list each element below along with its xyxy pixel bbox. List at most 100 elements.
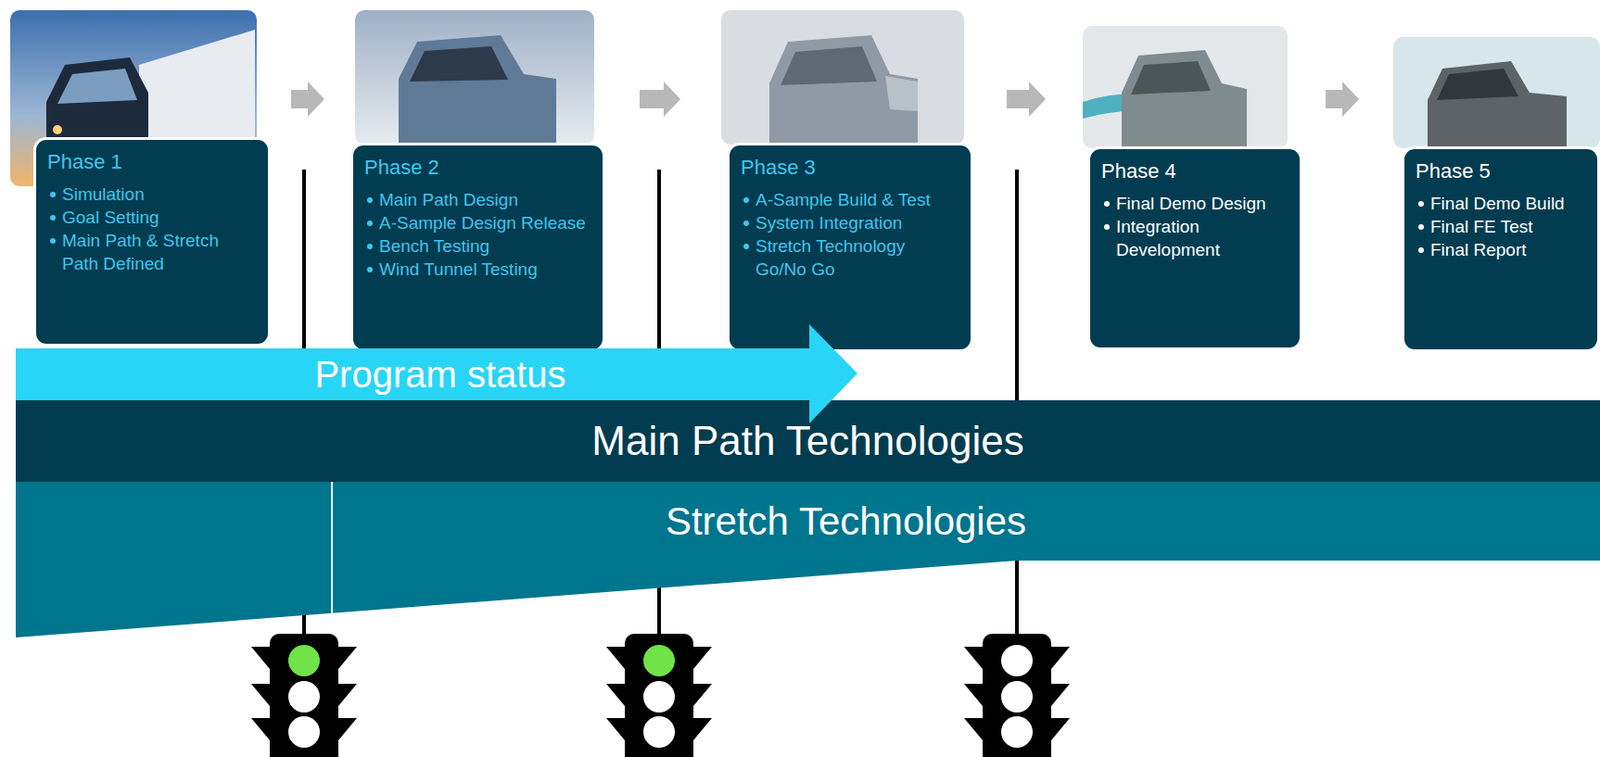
flow-arrow xyxy=(639,81,681,117)
truck-photo xyxy=(355,10,595,145)
light-ear xyxy=(251,684,270,707)
traffic-light xyxy=(606,634,712,757)
bullet-dot xyxy=(743,243,750,250)
headlight-dot xyxy=(52,125,63,135)
bullet-row: System Integration xyxy=(740,211,960,235)
photo-ground xyxy=(1082,25,1288,149)
phase-heading: Phase 2 xyxy=(364,154,592,181)
light-ear xyxy=(606,684,625,707)
bullet-row: Final Demo Build xyxy=(1415,191,1587,216)
bullet-row: Main Path Design xyxy=(364,188,592,212)
windshield-shape xyxy=(57,68,138,104)
phase-task: Stretch Technology Go/No Go xyxy=(755,234,960,281)
light-ear xyxy=(693,647,712,670)
light-ear xyxy=(964,684,983,707)
phase-task: Simulation xyxy=(62,182,145,206)
bullet-row: Main Path & Stretch Path Defined xyxy=(47,228,257,276)
bullet-dot xyxy=(1418,201,1424,207)
band-label: Main Path Technologies xyxy=(591,417,1024,466)
light-ear xyxy=(338,647,357,670)
bullet-dot xyxy=(1418,247,1424,254)
phase-task: Wind Tunnel Testing xyxy=(379,257,538,281)
photo-ground xyxy=(355,10,595,145)
light-lamp xyxy=(1001,681,1033,713)
bullet-row: A-Sample Design Release xyxy=(364,211,592,235)
truck-photo xyxy=(1393,37,1600,149)
phase-heading: Phase 1 xyxy=(47,149,257,176)
bullet-row: Goal Setting xyxy=(47,205,257,229)
phase-card: Phase 3A-Sample Build & TestSystem Integ… xyxy=(682,10,1005,353)
photo-ground xyxy=(1393,37,1600,149)
bullet-row: Simulation xyxy=(47,182,257,206)
bullet-dot xyxy=(50,215,56,221)
divider-line xyxy=(330,482,333,614)
phase-card: Phase 2 Main Path DesignA-Sample Design R… xyxy=(326,10,638,353)
status-label-holder: Program status xyxy=(15,348,810,401)
light-ear xyxy=(1051,684,1070,707)
light-ear xyxy=(606,647,625,670)
phase-task: Final Report xyxy=(1430,238,1527,262)
phase-heading: Phase 5 xyxy=(1415,158,1587,185)
bullet-dot xyxy=(1418,224,1424,230)
truck-photo xyxy=(1082,25,1288,149)
bullet-row: Stretch Technology Go/No Go xyxy=(740,234,960,281)
phase-card: Phase 1 SimulationGoal SettingMain Path &… xyxy=(10,10,290,347)
status-label: Program status xyxy=(314,353,566,396)
photo-ground xyxy=(721,10,965,145)
light-lamp xyxy=(643,681,675,713)
light-ear xyxy=(964,647,983,670)
bullet-dot xyxy=(50,191,56,198)
bullet-row: Wind Tunnel Testing xyxy=(364,257,592,281)
bullet-dot xyxy=(50,238,56,244)
bullet-dot xyxy=(1104,201,1110,207)
flow-arrow xyxy=(291,81,325,117)
light-lamp xyxy=(643,716,675,749)
bullet-row: Final Report xyxy=(1415,238,1587,262)
status-arrow: Program status xyxy=(15,324,858,424)
phase-task: Integration Development xyxy=(1116,215,1289,262)
phase-task: Final Demo Design xyxy=(1116,191,1267,216)
light-lamp xyxy=(643,645,675,677)
truck-photo xyxy=(721,10,965,145)
light-body xyxy=(624,634,694,757)
phase-task: Goal Setting xyxy=(62,205,160,229)
flow-arrow xyxy=(1006,81,1046,117)
band-fill xyxy=(15,482,1600,638)
phase-task: Main Path & Stretch Path Defined xyxy=(62,228,257,276)
phase-task: Final Demo Build xyxy=(1430,191,1565,216)
light-ear xyxy=(338,684,357,707)
light-ear xyxy=(693,718,712,741)
phase-task: System Integration xyxy=(755,211,902,235)
light-lamp xyxy=(288,681,320,713)
phase-box: Phase 1 SimulationGoal SettingMain Path &… xyxy=(33,137,271,347)
bullet-row: Bench Testing xyxy=(364,234,592,258)
cab-shape xyxy=(1121,50,1247,149)
cab-shape xyxy=(398,35,557,145)
cab-highlight xyxy=(885,76,918,112)
band-label: Stretch Technologies xyxy=(665,498,1027,546)
light-lamp xyxy=(1001,645,1033,677)
bullet-row: A-Sample Build & Test xyxy=(740,188,960,212)
bullet-dot xyxy=(743,220,750,227)
bullet-dot xyxy=(367,243,373,250)
phase-heading: Phase 4 xyxy=(1101,158,1289,185)
bullet-dot xyxy=(367,266,373,273)
stretch-label-holder: Stretch Technologies xyxy=(15,482,1600,561)
phase-card: Phase 4 Final Demo DesignIntegration Deve… xyxy=(1047,25,1324,351)
phase-task: Bench Testing xyxy=(379,234,490,258)
phase-task: A-Sample Design Release xyxy=(379,211,586,235)
phase-box: Phase 4 Final Demo DesignIntegration Deve… xyxy=(1087,146,1303,351)
traffic-light xyxy=(964,634,1070,757)
technology-band: Stretch Technologies xyxy=(15,482,1600,638)
windshield-shape xyxy=(409,46,508,82)
bullet-dot xyxy=(367,197,373,204)
bullet-row: Final Demo Design xyxy=(1101,191,1289,216)
bullet-row: Integration Development xyxy=(1101,215,1289,262)
cab-shape xyxy=(769,35,918,145)
light-lamp xyxy=(288,645,320,677)
light-lamp xyxy=(1001,716,1033,749)
windshield-shape xyxy=(1436,68,1519,101)
bullet-dot xyxy=(367,220,373,227)
light-ear xyxy=(338,718,357,741)
